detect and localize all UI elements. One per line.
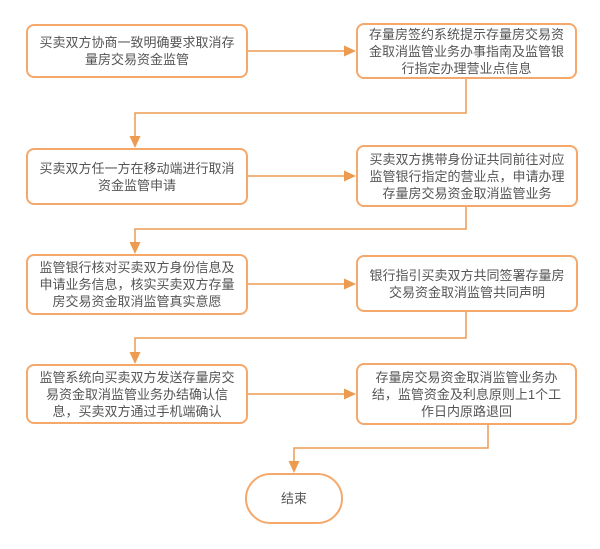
node-step8-funds-refund: 存量房交易资金取消监管业务办结，监管资金及利息原则上1个工作日内原路退回 (356, 363, 577, 425)
node-step2-signing-system-prompt: 存量房签约系统提示存量房交易资金取消监管业务办事指南及监管银行指定办理营业点信息 (356, 23, 577, 79)
node-step6-sign-joint-declaration: 银行指引买卖双方共同签署存量房交易资金取消监管共同声明 (356, 255, 578, 312)
node-step1-both-parties-agree-cancel: 买卖双方协商一致明确要求取消存量房交易资金监管 (26, 24, 248, 78)
node-label: 银行指引买卖双方共同签署存量房交易资金取消监管共同声明 (369, 267, 565, 300)
node-label: 存量房签约系统提示存量房交易资金取消监管业务办事指南及监管银行指定办理营业点信息 (368, 26, 564, 76)
node-label: 存量房交易资金取消监管业务办结，监管资金及利息原则上1个工作日内原路退回 (371, 369, 562, 419)
node-step4-visit-bank-branch: 买卖双方携带身份证共同前往对应监管银行指定的营业点，申请办理存量房交易资金取消监… (356, 145, 578, 207)
node-label: 买卖双方任一方在移动端进行取消资金监管申请 (39, 160, 235, 193)
connector-step4-to-step5 (129, 207, 467, 254)
arrow-step7-to-step8 (248, 388, 356, 400)
node-label: 监管系统向买卖双方发送存量房交易资金取消监管业务办结确认信息，买卖双方通过手机端… (39, 369, 235, 419)
node-label: 结束 (280, 491, 307, 506)
connector-step8-to-end (288, 425, 489, 473)
node-label: 买卖双方协商一致明确要求取消存量房交易资金监管 (39, 35, 235, 67)
node-label: 监管银行核对买卖双方身份信息及申请业务信息，核实买卖双方存量房交易资金取消监管真… (39, 260, 235, 309)
connector-step2-to-step3 (129, 79, 467, 148)
node-step7-completion-confirmation: 监管系统向买卖双方发送存量房交易资金取消监管业务办结确认信息，买卖双方通过手机端… (26, 364, 248, 424)
node-step3-mobile-cancel-application: 买卖双方任一方在移动端进行取消资金监管申请 (26, 148, 248, 205)
node-label: 买卖双方携带身份证共同前往对应监管银行指定的营业点，申请办理存量房交易资金取消监… (369, 151, 565, 201)
connector-step6-to-step7 (129, 312, 467, 364)
arrow-step1-to-step2 (248, 45, 356, 57)
arrow-step3-to-step4 (248, 170, 356, 182)
node-step5-bank-identity-verification: 监管银行核对买卖双方身份信息及申请业务信息，核实买卖双方存量房交易资金取消监管真… (26, 254, 248, 315)
arrow-step5-to-step6 (248, 278, 356, 290)
node-end-terminator: 结束 (245, 473, 343, 524)
